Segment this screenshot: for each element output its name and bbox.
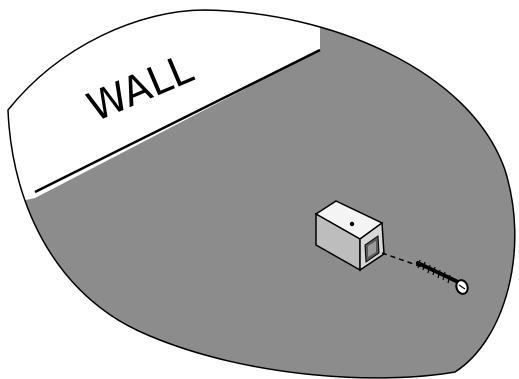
wall-floor-edge [34,48,321,194]
block-top-hole [349,221,355,227]
screw-head-slot [458,284,466,290]
assembly-line [381,252,426,269]
screw-icon [416,259,469,295]
screw-thread [417,259,451,284]
block-opening-inner [368,241,376,257]
view-boundary [7,9,516,379]
